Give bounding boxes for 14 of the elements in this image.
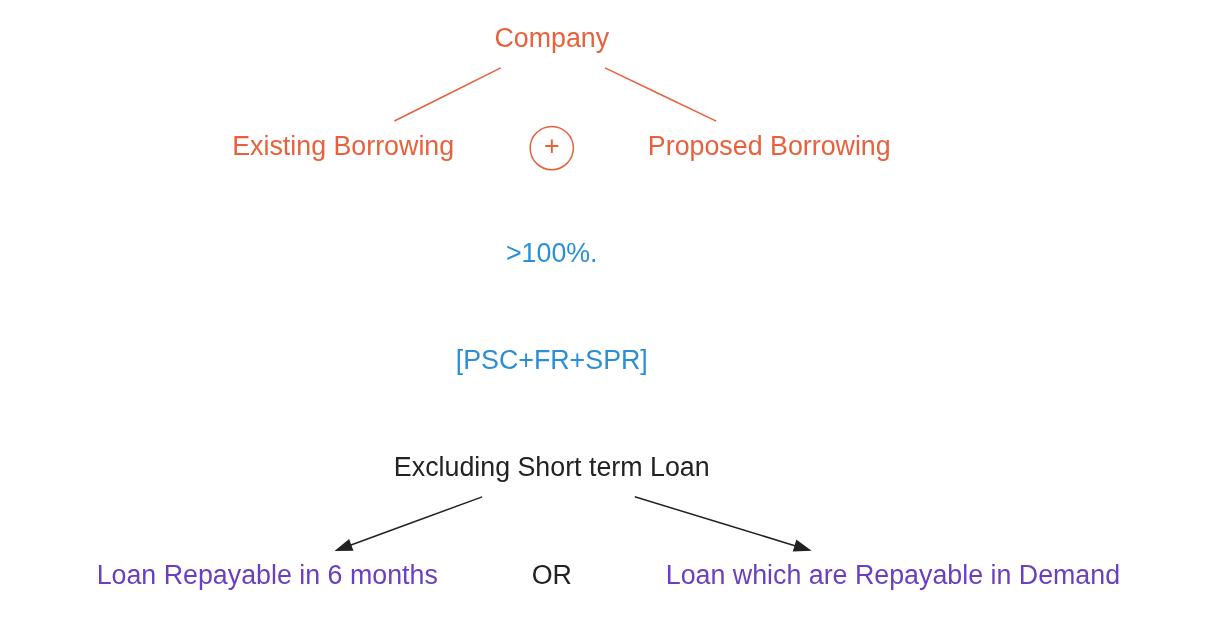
label: >100%. [505,237,598,268]
label: OR [531,559,572,590]
node-text: Loan Repayable in 6 months [96,559,438,590]
node-text: Existing Borrowing [232,130,455,161]
node-text: Proposed Borrowing [647,130,891,161]
connector [393,67,502,122]
node-text: Loan which are Repayable in Demand [665,559,1121,590]
label: [PSC+FR+SPR] [455,345,648,376]
node-text: Excluding Short term Loan [393,452,710,483]
node-circle: + [529,125,575,171]
node-text: Company [494,23,610,54]
arrow [634,496,812,552]
arrow [334,496,483,551]
connector [604,67,717,122]
